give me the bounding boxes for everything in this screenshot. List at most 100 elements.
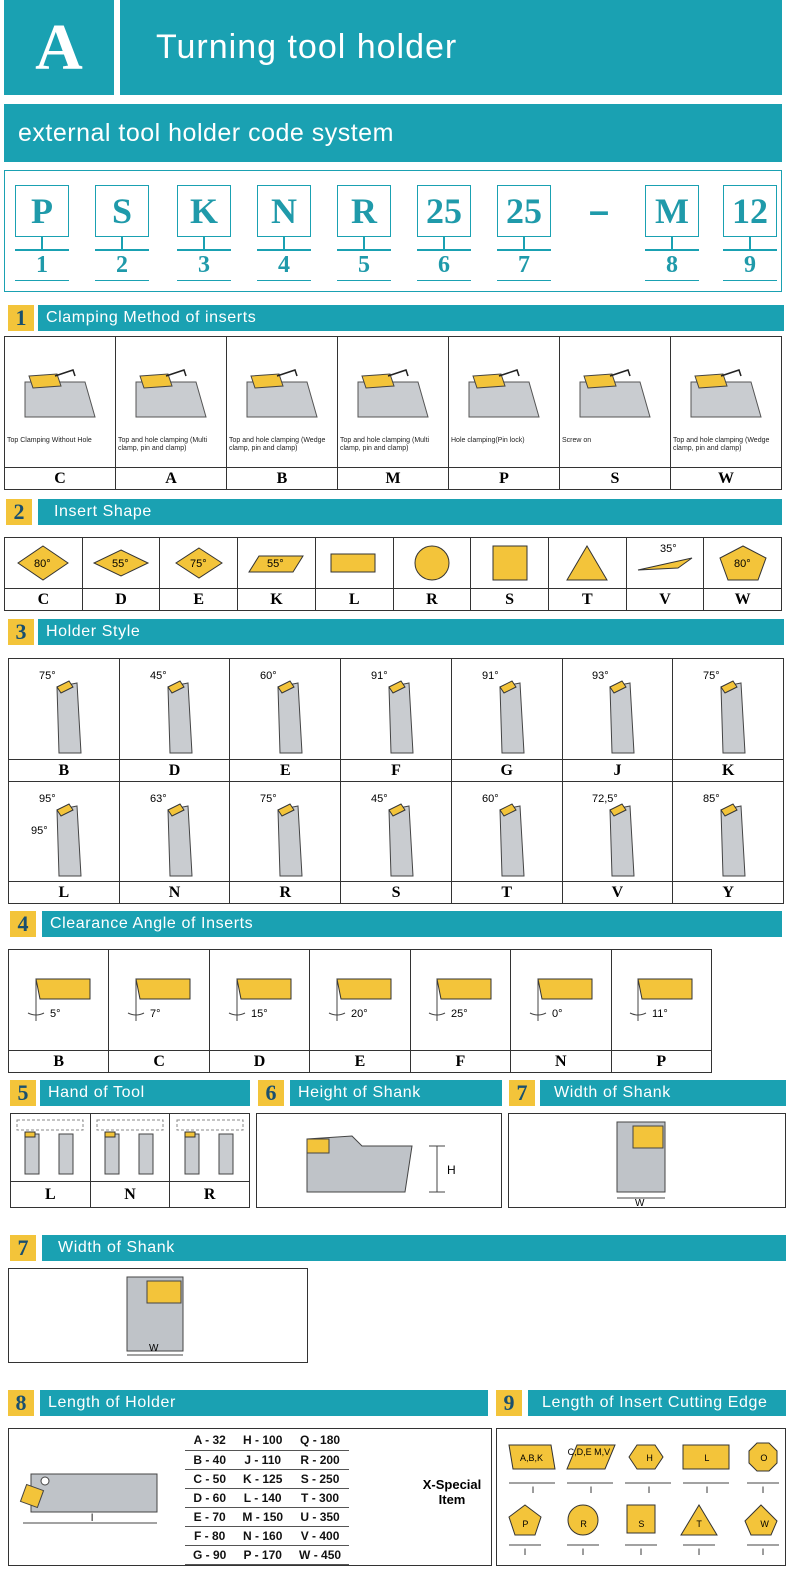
hand-of-tool-cell: N: [90, 1114, 171, 1207]
holder-style-icon: 45°: [371, 793, 414, 877]
insert-shape-cell: R: [393, 538, 472, 610]
holder-style-icon: 85°: [703, 793, 746, 877]
section-title: Hand of Tool: [40, 1080, 250, 1106]
holder-style-cell: 95°95°L: [9, 782, 120, 903]
clearance-angle: 15°: [251, 1008, 268, 1020]
holder-style-icon: 45°: [150, 670, 193, 754]
table-cell: F - 80: [194, 1528, 226, 1543]
table-cell: A - 32: [193, 1433, 226, 1448]
cutting-edge-shape-icon: Ll: [682, 1444, 730, 1495]
holder-angle: 85°: [703, 793, 720, 805]
insert-shape-code: T: [548, 588, 626, 610]
cutting-edge-code: L: [704, 1453, 709, 1463]
clamping-code: P: [449, 467, 559, 489]
cutting-edge-shape-icon: Rl: [567, 1504, 599, 1557]
code-char: S: [95, 185, 149, 237]
section-number: 1: [8, 305, 34, 331]
holder-angle: 93°: [592, 670, 609, 682]
clearance-code: D: [209, 1050, 310, 1072]
holder-style-icon: 75°: [260, 793, 303, 877]
insert-shape-code: R: [393, 588, 471, 610]
clearance-icon: 0°: [529, 978, 593, 1021]
table-cell: U - 350: [300, 1509, 340, 1524]
code-dash: –: [588, 190, 610, 231]
insert-shape-icon: 35°: [637, 543, 693, 571]
holder-style-cell: 91°F: [341, 659, 452, 781]
clearance-cell: 25°F: [410, 950, 512, 1072]
insert-shape-cell: L: [315, 538, 394, 610]
insert-shape-cell: T: [548, 538, 627, 610]
holder-angle: 60°: [482, 793, 499, 805]
cutting-edge-code: R: [580, 1519, 587, 1529]
holder-angle: 63°: [150, 793, 167, 805]
holder-length-diagram: l: [19, 1473, 158, 1524]
holder-style-cell: 75°B: [9, 659, 120, 781]
cutting-edge-dimension: l: [582, 1547, 584, 1557]
insert-shape-icon: [414, 545, 450, 581]
special-item-note: X-Special Item: [422, 1477, 482, 1507]
table-cell: C - 50: [193, 1471, 227, 1486]
insert-shape-cell: 55°D: [82, 538, 161, 610]
holder-angle: 75°: [703, 670, 720, 682]
clearance-angle: 0°: [552, 1008, 563, 1020]
clamping-caption: Top and hole clamping (Wedge clamp, pin …: [673, 437, 770, 452]
cutting-edge-shape-icon: C,D,E M,Vl: [566, 1444, 616, 1495]
insert-shape-cell: S: [471, 538, 549, 610]
cutting-edge-code: S: [638, 1519, 644, 1529]
clearance-cell: 15° D: [209, 950, 311, 1072]
holder-style-cell: 75°K: [673, 659, 784, 781]
clamping-code: M: [338, 467, 448, 489]
code-char: P: [15, 185, 69, 237]
clearance-icon: 11°: [630, 978, 693, 1021]
holder-angle: 91°: [482, 670, 499, 682]
clamping-icon: [579, 369, 651, 418]
holder-angle: 75°: [260, 793, 277, 805]
insert-shape-code: S: [471, 588, 548, 610]
holder-style-code: G: [451, 759, 562, 781]
clamping-icon: [357, 369, 429, 418]
clearance-icon: 20°: [328, 978, 392, 1021]
insert-angle: 55°: [112, 558, 129, 570]
code-char: 25: [417, 185, 471, 237]
holder-style-icon: 93°: [592, 670, 635, 754]
shank-width-diagram-a: W: [616, 1121, 666, 1209]
cutting-edge-dimension: l: [640, 1547, 642, 1557]
clamping-icon: [135, 369, 207, 418]
cutting-edge-dimension: l: [524, 1547, 526, 1557]
svg-text:l: l: [91, 1513, 93, 1524]
table-cell: G - 90: [193, 1547, 227, 1562]
cutting-edge-code: T: [696, 1519, 702, 1529]
code-position-number: 4: [257, 251, 311, 281]
page-subtitle: external tool holder code system: [4, 104, 782, 162]
insert-angle: 80°: [734, 558, 751, 570]
clearance-cell: 11°P: [611, 950, 711, 1072]
code-char: M: [645, 185, 699, 237]
cutting-edge-dimension: l: [762, 1485, 764, 1495]
holder-style-cell: 93°J: [562, 659, 674, 781]
code-char: K: [177, 185, 231, 237]
code-char: 12: [723, 185, 777, 237]
clearance-cell: 7°C: [109, 950, 210, 1072]
hand-of-tool-icon: [96, 1119, 164, 1175]
cutting-edge-code: A,B,K: [520, 1453, 543, 1463]
holder-style-code: D: [119, 759, 230, 781]
shank-width-diagram-b: W: [126, 1276, 184, 1356]
code-char: 25: [497, 185, 551, 237]
section-title: Clearance Angle of Inserts: [42, 911, 782, 937]
cutting-edge-shape-icon: Hl: [625, 1444, 671, 1495]
section-title: Length of Holder: [40, 1390, 488, 1416]
hand-of-tool-icon: [176, 1119, 244, 1175]
table-cell: W - 450: [299, 1547, 342, 1562]
clearance-icon: 7°: [127, 978, 191, 1021]
holder-style-code: R: [230, 881, 341, 903]
